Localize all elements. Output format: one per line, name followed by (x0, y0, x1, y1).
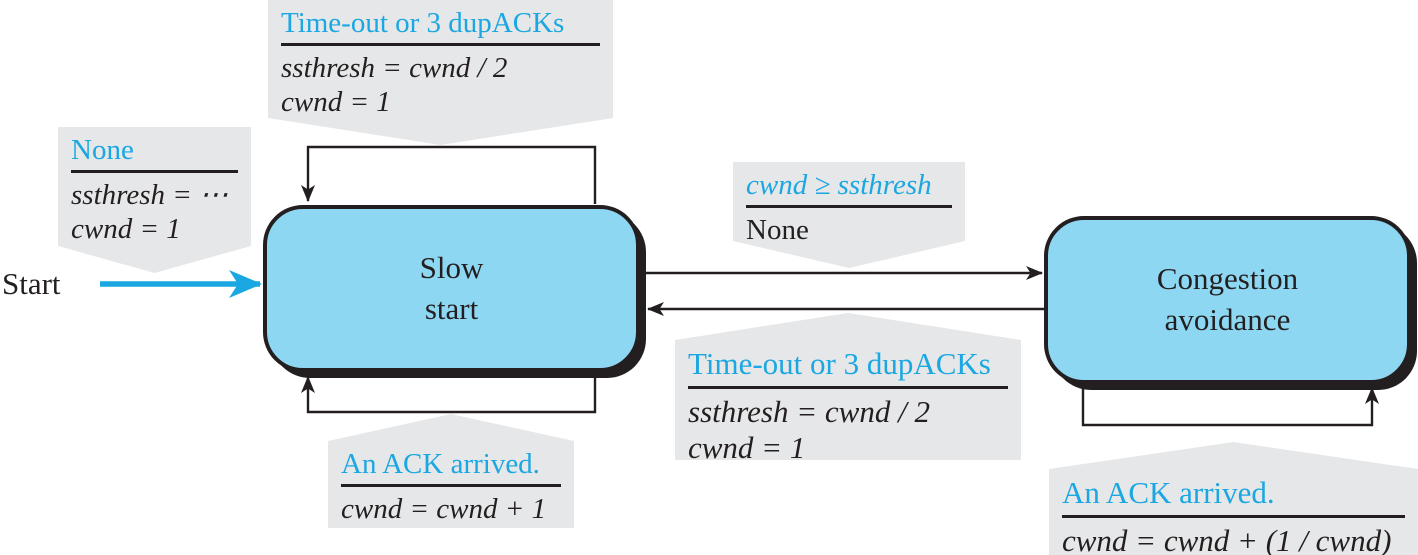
callout-ss-ack-loop: An ACK arrived. cwnd = cwnd + 1 (328, 414, 574, 528)
action-text: ssthresh = ⋯ (71, 179, 229, 212)
condition-action-divider (341, 484, 561, 488)
state-label-line: avoidance (1164, 302, 1291, 337)
action-text: ssthresh = cwnd / 2 (688, 393, 930, 429)
condition-action-divider (71, 170, 238, 173)
state-label-line: Congestion (1156, 261, 1299, 297)
condition-text: Time-out or 3 dupACKs (688, 346, 991, 381)
action-text: cwnd = cwnd + 1 (341, 493, 547, 526)
condition-text: cwnd ≥ ssthresh (746, 169, 932, 201)
condition-action-divider (281, 43, 600, 46)
callout-ca-ack-loop: An ACK arrived. cwnd = cwnd + (1 / cwnd) (1049, 442, 1418, 555)
callout-ss-to-ca: cwnd ≥ ssthresh None (733, 162, 965, 268)
condition-text: None (71, 134, 134, 166)
action-text: None (746, 214, 809, 247)
callout-ca-to-ss: Time-out or 3 dupACKs ssthresh = cwnd / … (675, 313, 1021, 460)
condition-action-divider (1062, 514, 1405, 518)
callout-ss-timeout: Time-out or 3 dupACKs ssthresh = cwnd / … (268, 0, 613, 145)
condition-action-divider (688, 385, 1008, 389)
action-text: cwnd = 1 (688, 430, 806, 466)
self-loop-slow-start-bottom-arrow (301, 373, 597, 414)
state-label-line: Slow (419, 249, 484, 285)
start-label: Start (2, 266, 61, 301)
action-text: ssthresh = cwnd / 2 (281, 52, 508, 85)
self-loop-congestion-avoidance-arrow (1081, 385, 1379, 427)
condition-text: An ACK arrived. (1062, 475, 1275, 510)
state-congestion-avoidance: Congestion avoidance (1044, 216, 1411, 384)
condition-text: An ACK arrived. (341, 448, 540, 480)
action-text: cwnd = 1 (71, 213, 181, 246)
action-text: cwnd = 1 (281, 86, 391, 119)
condition-text: Time-out or 3 dupACKs (281, 7, 565, 39)
condition-action-divider (746, 205, 952, 208)
self-loop-slow-start-top-arrow (301, 145, 597, 204)
callout-start-init: None ssthresh = ⋯ cwnd = 1 (58, 127, 251, 273)
state-slow-start: Slow start (263, 205, 640, 372)
state-label-line: start (424, 290, 479, 326)
action-text: cwnd = cwnd + (1 / cwnd) (1062, 522, 1392, 555)
